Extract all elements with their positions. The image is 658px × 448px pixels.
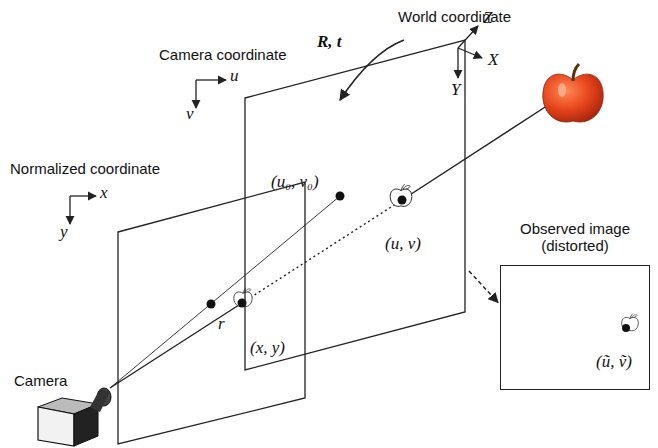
plane-title: Normalized coordinate xyxy=(10,160,160,177)
box-border xyxy=(500,265,650,390)
box-title: Observed image (distorted) xyxy=(508,220,642,255)
axis-label: v xyxy=(186,104,194,124)
points xyxy=(207,192,631,333)
normalized-axes xyxy=(70,196,96,224)
frame-title: World coordinate xyxy=(398,8,511,25)
plane-title: Camera coordinate xyxy=(159,46,287,63)
point-label: (u, v) xyxy=(385,234,421,254)
camera-label: Camera xyxy=(14,372,67,389)
plane-outline xyxy=(245,40,465,370)
world-axes xyxy=(458,26,482,78)
point-label: (x, y) xyxy=(250,338,285,358)
observed-image-box: Observed image (distorted)(ũ, ṽ) xyxy=(500,265,650,390)
apple-projection xyxy=(234,288,252,307)
transform-label: R, t xyxy=(317,32,342,52)
axis-label: Z xyxy=(483,8,492,28)
camera-axes xyxy=(196,80,226,108)
rays xyxy=(110,100,556,388)
normalized-plane: Normalized coordinater(x, y) xyxy=(118,182,305,444)
apple xyxy=(543,64,603,122)
axis-label: y xyxy=(60,222,68,242)
image-plane: Camera coordinate(u₀, v₀)(u, v) xyxy=(245,40,465,370)
axis-label: Y xyxy=(451,80,460,100)
plane-outline xyxy=(118,182,305,444)
point-label: (ũ, ṽ) xyxy=(596,352,632,372)
distance-label: r xyxy=(218,314,225,334)
axis-label: u xyxy=(230,66,239,86)
projection-arrow xyxy=(469,271,498,303)
camera-symbol xyxy=(38,388,111,446)
apple-projection xyxy=(390,184,412,206)
axis-label: X xyxy=(488,50,498,70)
axis-label: x xyxy=(100,183,108,203)
